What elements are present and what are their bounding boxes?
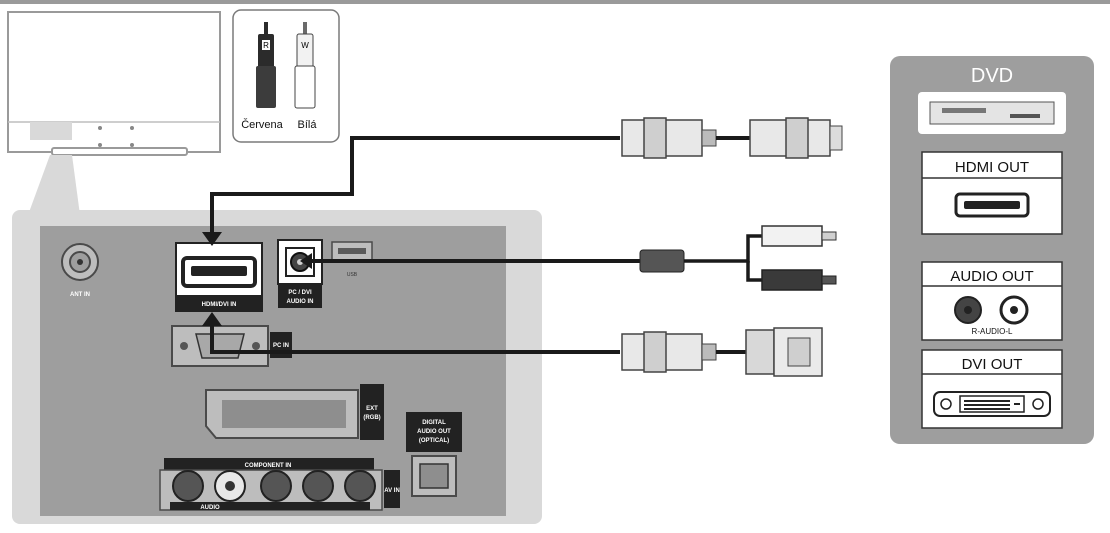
hdmi-cable xyxy=(202,117,843,246)
dvd-dvi-out xyxy=(921,349,1063,429)
dvd-audio-channels-label: R-AUDIO-L xyxy=(972,327,1013,336)
ext-rgb-label-1: EXT xyxy=(366,406,378,412)
pc-in-label: PC IN xyxy=(273,343,289,349)
dvd-title: DVD xyxy=(971,65,1013,87)
digital-audio-out-port xyxy=(406,412,462,497)
pc-dvi-audio-in-label-1: PC / DVI xyxy=(288,290,312,296)
dvd-audio-out-label: AUDIO OUT xyxy=(950,268,1033,285)
pc-dvi-audio-in-label-2: AUDIO IN xyxy=(287,299,314,305)
white-label: Bílá xyxy=(298,119,318,131)
hdmi-dvi-in-label: HDMI/DVI IN xyxy=(202,302,237,308)
audio-cable xyxy=(300,225,837,291)
component-in-ports xyxy=(159,458,400,511)
ant-in-label: ANT IN xyxy=(70,292,90,298)
white-plug-letter: W xyxy=(301,41,309,50)
ext-rgb-label-2: (RGB) xyxy=(363,415,380,421)
component-in-label: COMPONENT IN xyxy=(245,463,292,469)
red-plug-letter: R xyxy=(263,41,269,50)
digital-audio-label-2: AUDIO OUT xyxy=(417,429,451,435)
av-in-label: AV IN xyxy=(384,488,400,494)
ant-in-port xyxy=(61,243,99,281)
dvd-audio-out xyxy=(921,261,1063,341)
dvd-player-icon xyxy=(918,92,1066,134)
white-plug-icon xyxy=(294,22,316,109)
digital-audio-label-3: (OPTICAL) xyxy=(419,438,449,444)
hdmi-dvi-in-port xyxy=(175,242,263,312)
red-label: Červena xyxy=(241,118,283,131)
top-border xyxy=(0,0,1110,4)
digital-audio-label-1: DIGITAL xyxy=(422,420,446,426)
ext-rgb-port xyxy=(205,384,384,440)
pc-in-port xyxy=(171,325,292,367)
red-plug-icon xyxy=(256,22,276,108)
dvd-hdmi-out xyxy=(921,151,1063,235)
dvd-dvi-out-label: DVI OUT xyxy=(962,356,1023,373)
rca-color-legend: R W Červena Bílá xyxy=(232,9,340,143)
dvi-cable xyxy=(202,312,823,377)
pc-dvi-audio-in-port xyxy=(277,239,323,308)
usb-label: USB xyxy=(347,272,358,278)
tv-monitor xyxy=(7,11,221,215)
tv-rear-panel: ANT IN HDMI/DVI IN PC / DVI AUDIO IN USB xyxy=(12,210,542,524)
usb-port xyxy=(331,241,373,261)
dvd-hdmi-out-label: HDMI OUT xyxy=(955,159,1029,176)
audio-lr-label: AUDIO xyxy=(200,505,220,511)
